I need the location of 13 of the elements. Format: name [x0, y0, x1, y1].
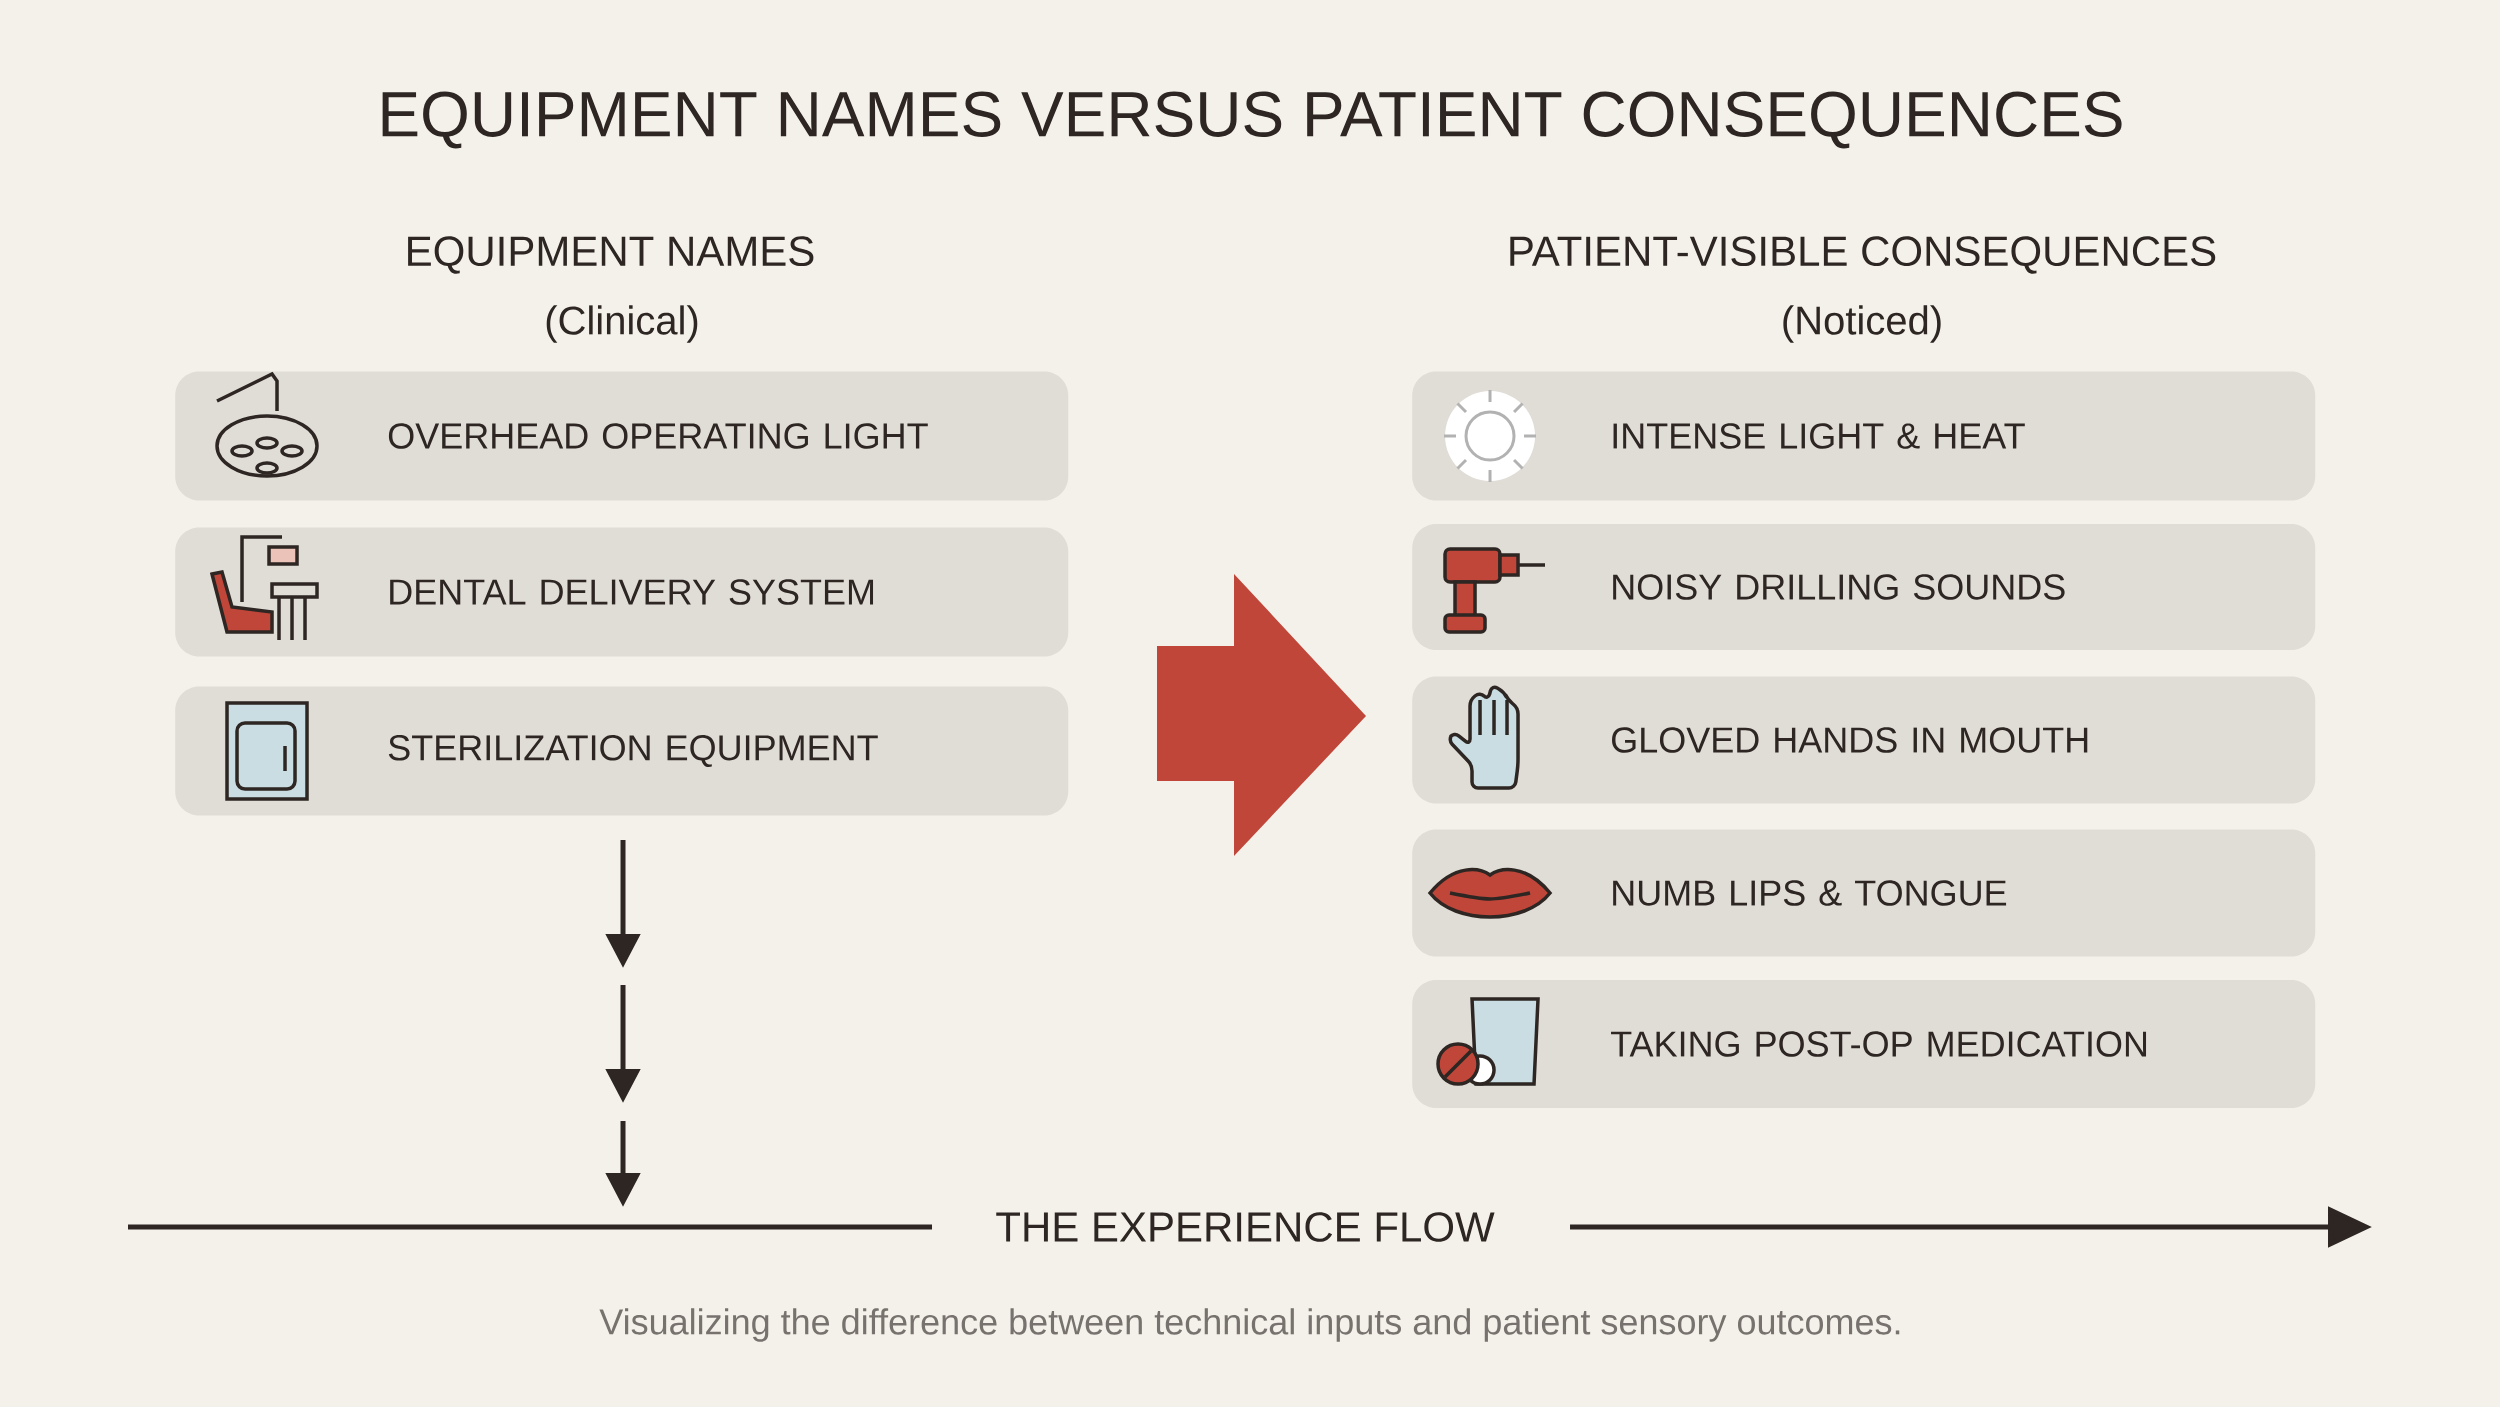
item-box: OVERHEAD OPERATING LIGHT [175, 371, 1069, 501]
title: EQUIPMENT NAMES VERSUS PATIENT CONSEQUENCES [382, 91, 2122, 149]
column-heading: PATIENT-VISIBLE CONSEQUENCES [1510, 236, 2216, 274]
item-box: NUMB LIPS & TONGUE [1412, 829, 2316, 957]
caption: Visualizing the difference between technical inputs and patient sensory outcomes. [599, 1308, 1900, 1342]
item-box: DENTAL DELIVERY SYSTEM [175, 527, 1069, 657]
item-box: GLOVED HANDS IN MOUTH [1412, 676, 2316, 804]
item-box: TAKING POST-OP MEDICATION [1412, 980, 2316, 1108]
flow-label: THE EXPERIENCE FLOW [996, 1212, 1495, 1242]
item-box: STERILIZATION EQUIPMENT [175, 686, 1069, 816]
column-heading: EQUIPMENT NAMES [408, 236, 814, 274]
item-box: INTENSE LIGHT & HEAT [1412, 371, 2316, 501]
item-box: NOISY DRILLING SOUNDS [1412, 524, 2316, 650]
